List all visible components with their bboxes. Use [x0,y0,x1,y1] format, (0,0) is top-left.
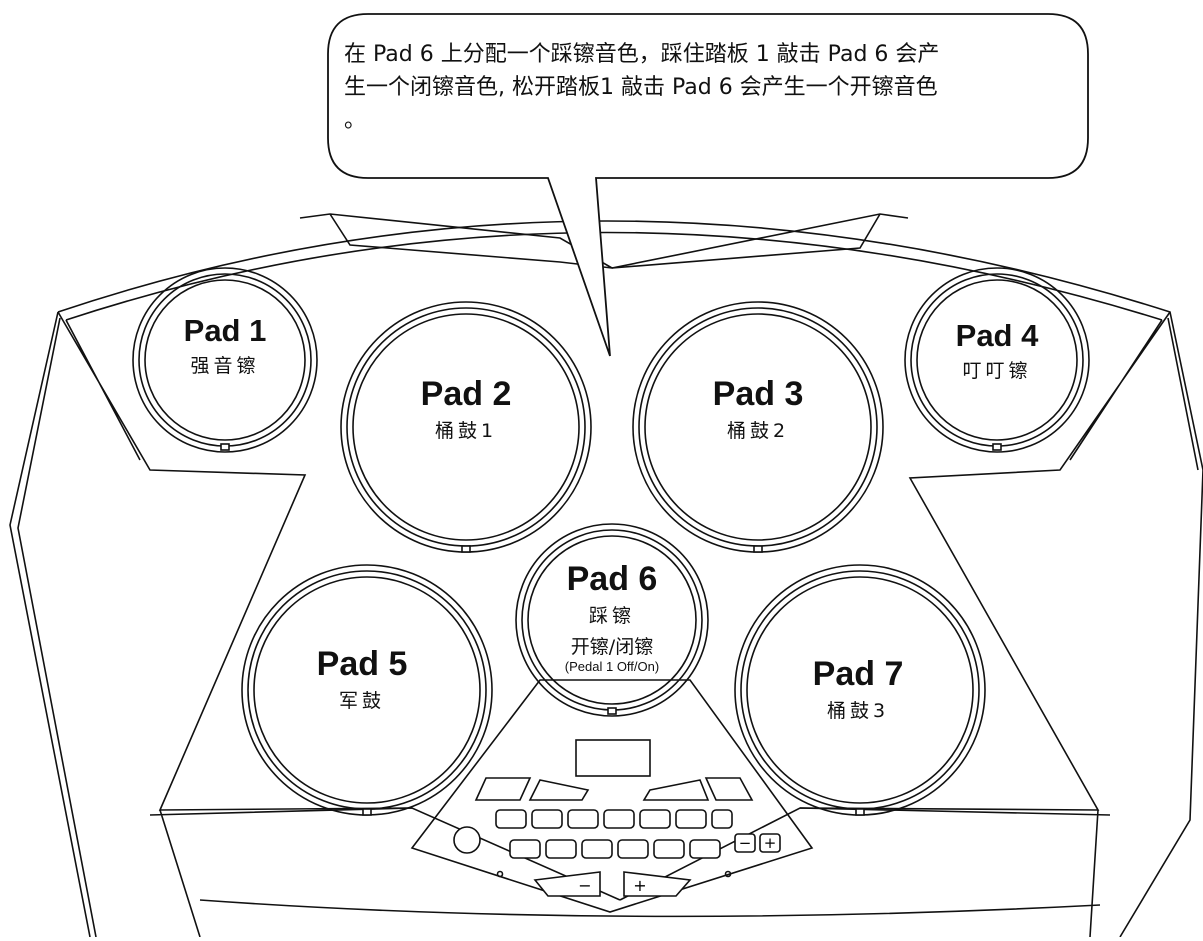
control-button[interactable] [711,809,733,829]
pad-4-title: Pad 4 [955,318,1039,353]
plus-icon: + [633,876,646,895]
pad-2-ring[interactable] [340,301,592,553]
pad-7-sub: 桶鼓3 [826,700,890,722]
pad-2-title: Pad 2 [420,375,512,413]
callout-line-2: 生一个闭镲音色, 松开踏板1 敲击 Pad 6 会产生一个开镲音色 [344,75,938,100]
pad-3-sub: 桶鼓2 [726,420,790,442]
control-button[interactable] [495,809,527,829]
pad-1-label: Pad 1 强音镲 [184,313,267,378]
body-outline [9,220,1203,938]
callout-bubble [327,13,1089,357]
pad-3-ring[interactable] [632,301,884,553]
callout-text: 在 Pad 6 上分配一个踩镲音色，踩住踏板 1 敲击 Pad 6 会产 生一个… [344,38,1084,137]
control-button[interactable] [528,779,590,801]
large-plus-button[interactable] [623,871,692,897]
plus-icon: + [764,834,777,852]
control-button[interactable] [474,777,532,801]
control-button[interactable] [653,839,685,859]
left-panel [57,311,413,811]
pad-2-sub: 桶鼓1 [434,420,498,442]
right-bottom [619,807,1111,938]
control-button[interactable] [567,809,599,829]
control-button[interactable] [675,809,707,829]
pad-7-label: Pad 7 桶鼓3 [813,655,904,723]
pad-6-label: Pad 6 踩镲 开镲/闭镲 (Pedal 1 Off/On) [565,560,659,674]
pad-7-title: Pad 7 [812,655,904,693]
indicator-dot [496,870,504,878]
pad-5-sub: 军鼓 [338,690,385,712]
pad-5-ring[interactable] [241,564,493,816]
control-button[interactable] [639,809,671,829]
small-plus-button[interactable] [759,833,781,853]
pad-6-sub3: (Pedal 1 Off/On) [564,659,660,674]
pad-1-sub: 强音镲 [190,355,260,377]
callout-line-3: 。 [344,108,367,133]
control-button[interactable] [509,839,541,859]
pad-5-title: Pad 5 [316,645,408,683]
control-button[interactable] [603,809,635,829]
pad-1-title: Pad 1 [183,313,267,348]
control-button[interactable] [704,777,754,801]
pad-4-label: Pad 4 叮叮镲 [956,318,1039,383]
control-button[interactable] [545,839,577,859]
left-bottom [149,807,621,938]
pad-6-sub2: 开镲/闭镲 [570,636,654,658]
bottom-curve [199,899,1101,918]
top-bevel [299,213,909,269]
control-button[interactable] [581,839,613,859]
control-panel [410,679,814,913]
volume-knob[interactable] [453,826,481,854]
control-button[interactable] [531,809,563,829]
middle-button-row [495,809,733,829]
control-button[interactable] [642,779,710,801]
right-panel [799,311,1171,811]
top-bevel-right [611,213,881,269]
pad-4-sub: 叮叮镲 [962,360,1032,382]
lower-button-row [509,839,721,859]
pad-3-label: Pad 3 桶鼓2 [713,375,804,443]
pad-3-title: Pad 3 [712,375,804,413]
minus-icon: − [578,876,591,895]
pad-5-label: Pad 5 军鼓 [317,645,408,713]
pad-1-ring[interactable] [132,267,318,453]
pad-2-label: Pad 2 桶鼓1 [421,375,512,443]
pad-6-ring[interactable] [515,523,709,717]
control-button[interactable] [689,839,721,859]
pad-6-title: Pad 6 [566,560,658,598]
indicator-dot [724,870,732,878]
small-minus-button[interactable] [734,833,756,853]
callout-line-1: 在 Pad 6 上分配一个踩镲音色，踩住踏板 1 敲击 Pad 6 会产 [344,42,940,67]
minus-icon: − [739,834,752,852]
pad-6-sub: 踩镲 [588,605,636,627]
large-minus-button[interactable] [533,871,601,897]
pad-4-ring[interactable] [904,267,1090,453]
pad-7-ring[interactable] [734,564,986,816]
display-screen [575,739,651,777]
body-outline-inner [17,231,1199,938]
control-button[interactable] [617,839,649,859]
